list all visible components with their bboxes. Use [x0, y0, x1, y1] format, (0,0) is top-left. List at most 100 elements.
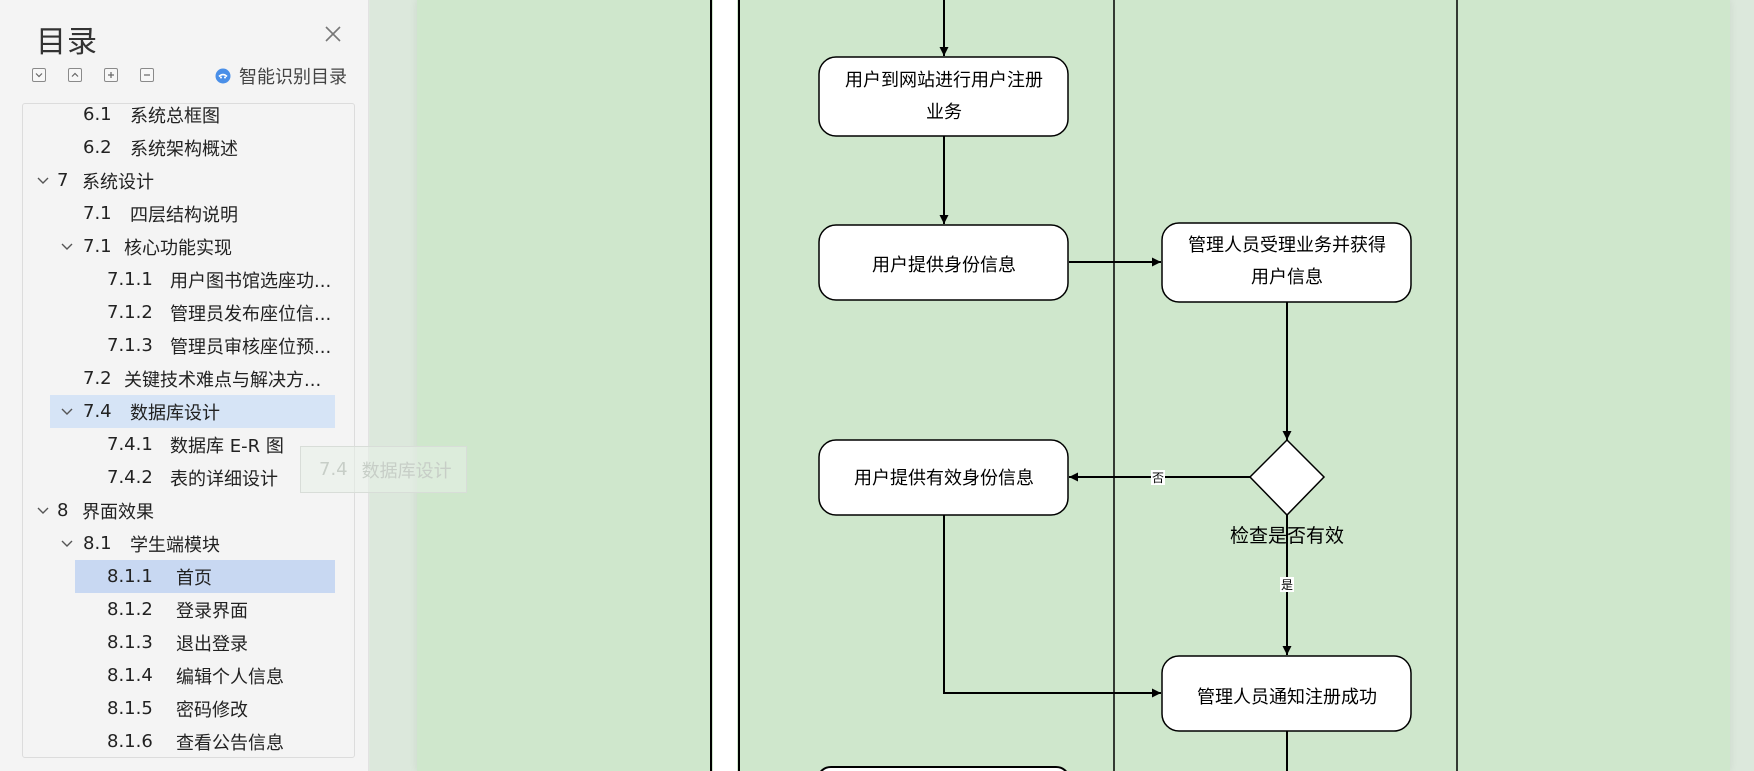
- expand-all-icon[interactable]: [104, 68, 118, 82]
- chevron-down-icon[interactable]: [60, 405, 74, 419]
- toc-item[interactable]: 7.2 关键技术难点与解决方...: [23, 362, 335, 395]
- edge-label-no: 否: [1152, 471, 1164, 485]
- toc-item-number: 6.1: [83, 104, 112, 125]
- toc-item[interactable]: 8.1 学生端模块: [23, 527, 335, 560]
- toc-item-label: 系统设计: [82, 171, 154, 193]
- toc-item-label: 管理员发布座位信...: [170, 303, 331, 325]
- toc-item[interactable]: 7.1.3 管理员审核座位预...: [23, 329, 335, 362]
- collapse-all-icon[interactable]: [140, 68, 154, 82]
- smart-toc-icon: [215, 68, 231, 84]
- node-register-box: [818, 56, 1069, 137]
- toc-item[interactable]: 8.1.5 密码修改: [23, 692, 335, 725]
- toc-item-label: 界面效果: [82, 501, 154, 523]
- toc-item-selected-bg: [75, 560, 335, 593]
- toc-item-label: 系统架构概述: [130, 138, 238, 160]
- toc-item-label: 核心功能实现: [124, 237, 232, 259]
- toc-item-label: 表的详细设计: [170, 468, 278, 490]
- toc-item[interactable]: 7 系统设计: [23, 164, 335, 197]
- node-notify-success-box: [1161, 655, 1412, 732]
- toc-item-number: 7.4.1: [107, 434, 153, 455]
- collapse-up-icon[interactable]: [68, 68, 82, 82]
- toc-panel: 目录 智能识别目录 6.1 系统总框图 6.2 系统架构概述 7 系统设计 7.1 四层结构说…: [0, 0, 369, 771]
- toc-item[interactable]: 8.1.4 编辑个人信息: [23, 659, 335, 692]
- toc-item[interactable]: 6.1 系统总框图: [23, 104, 335, 131]
- toc-item-label: 密码修改: [176, 699, 248, 721]
- node-provide-id-box: [818, 224, 1069, 301]
- toc-item-label: 管理员审核座位预...: [170, 336, 331, 358]
- toc-item[interactable]: 7.4.2 表的详细设计: [23, 461, 335, 494]
- toc-item[interactable]: 8.1.2 登录界面: [23, 593, 335, 626]
- edge-valid-to-success: [943, 515, 1161, 698]
- node-provide-valid-box: [818, 439, 1069, 516]
- toc-item-label: 关键技术难点与解决方...: [124, 369, 322, 391]
- chevron-down-icon[interactable]: [60, 240, 74, 254]
- swimlane-separator: [713, 0, 737, 771]
- toc-item-number: 8.1.4: [107, 665, 153, 686]
- toc-item-number: 8.1.2: [107, 599, 153, 620]
- toc-item-number: 7.4.2: [107, 467, 153, 488]
- toc-item-label: 用户图书馆选座功...: [170, 270, 331, 292]
- close-icon[interactable]: [323, 24, 343, 44]
- decision-label: 检查是否有效: [1230, 525, 1344, 547]
- activity-flowchart: 否 是 用户到网站进行用户注册 业务 用户提供身份信息 管理人员受理业务并获得 …: [710, 0, 1458, 771]
- node-provide-valid-label: 用户提供有效身份信息: [854, 468, 1034, 489]
- toc-item-label: 数据库 E-R 图: [170, 435, 284, 457]
- toc-item-label: 退出登录: [176, 633, 248, 655]
- node-provide-id-label: 用户提供身份信息: [872, 255, 1016, 276]
- toc-item-number: 8.1.3: [107, 632, 153, 653]
- node-next-partial: [820, 766, 1067, 771]
- toc-item-number: 7.4: [83, 401, 112, 422]
- toc-item-number: 7.1.1: [107, 269, 153, 290]
- toc-item[interactable]: 8.1.1 首页: [23, 560, 335, 593]
- chevron-down-icon[interactable]: [36, 174, 50, 188]
- toc-item-label: 数据库设计: [130, 402, 220, 424]
- toc-item-label: 编辑个人信息: [176, 666, 284, 688]
- toc-item-label: 首页: [176, 567, 212, 589]
- edge-label-bg: [1280, 577, 1294, 592]
- toc-item[interactable]: 8.1.3 退出登录: [23, 626, 335, 659]
- toc-title: 目录: [36, 25, 98, 60]
- toc-item-number: 7.1: [83, 203, 112, 224]
- chevron-down-icon[interactable]: [36, 504, 50, 518]
- drag-ghost-number: 7.4: [319, 459, 348, 480]
- toc-item-number: 8: [57, 500, 69, 521]
- expand-down-icon[interactable]: [32, 68, 46, 82]
- node-admin-accept-box: [1161, 222, 1412, 303]
- node-admin-accept-line2: 用户信息: [1251, 267, 1323, 288]
- toc-list[interactable]: 6.1 系统总框图 6.2 系统架构概述 7 系统设计 7.1 四层结构说明 7.1 核心功能实现…: [22, 103, 355, 758]
- toc-item-number: 7.1.2: [107, 302, 153, 323]
- toc-item-number: 7.1.3: [107, 335, 153, 356]
- toc-item-label: 系统总框图: [130, 105, 220, 127]
- node-admin-accept-line1: 管理人员受理业务并获得: [1188, 235, 1386, 256]
- toc-item-number: 7: [57, 170, 69, 191]
- toc-item[interactable]: 8 界面效果: [23, 494, 335, 527]
- smart-toc-label: 智能识别目录: [239, 67, 347, 88]
- node-register-line2: 业务: [926, 102, 962, 123]
- chevron-down-icon[interactable]: [60, 537, 74, 551]
- toc-item[interactable]: 7.1 四层结构说明: [23, 197, 335, 230]
- toc-item[interactable]: 6.2 系统架构概述: [23, 131, 335, 164]
- smart-toc-button[interactable]: 智能识别目录: [215, 64, 347, 88]
- toc-item[interactable]: 7.1.2 管理员发布座位信...: [23, 296, 335, 329]
- toc-item-number: 8.1.1: [107, 566, 153, 587]
- toc-item[interactable]: 7.1.1 用户图书馆选座功...: [23, 263, 335, 296]
- document-page: 否 是 用户到网站进行用户注册 业务 用户提供身份信息 管理人员受理业务并获得 …: [417, 0, 1730, 771]
- toc-item[interactable]: 7.4.1 数据库 E-R 图: [23, 428, 335, 461]
- decision-diamond: [1248, 438, 1326, 517]
- node-register-line1: 用户到网站进行用户注册: [845, 70, 1043, 91]
- toc-item[interactable]: 7.4 数据库设计: [23, 395, 335, 428]
- toc-item-label: 查看公告信息: [176, 732, 284, 754]
- drag-ghost: 7.4 数据库设计: [300, 446, 467, 493]
- toc-item-label: 登录界面: [176, 600, 248, 622]
- toc-item-number: 8.1: [83, 533, 112, 554]
- toc-item-number: 7.2: [83, 368, 112, 389]
- edge-label-yes: 是: [1281, 578, 1293, 592]
- toc-item-number: 7.1: [83, 236, 112, 257]
- toc-item-label: 学生端模块: [130, 534, 220, 556]
- toc-item-label: 四层结构说明: [130, 204, 238, 226]
- toc-item-highlight-bg: [50, 395, 335, 428]
- toc-item-number: 6.2: [83, 137, 112, 158]
- toc-item-number: 8.1.5: [107, 698, 153, 719]
- toc-item[interactable]: 7.1 核心功能实现: [23, 230, 335, 263]
